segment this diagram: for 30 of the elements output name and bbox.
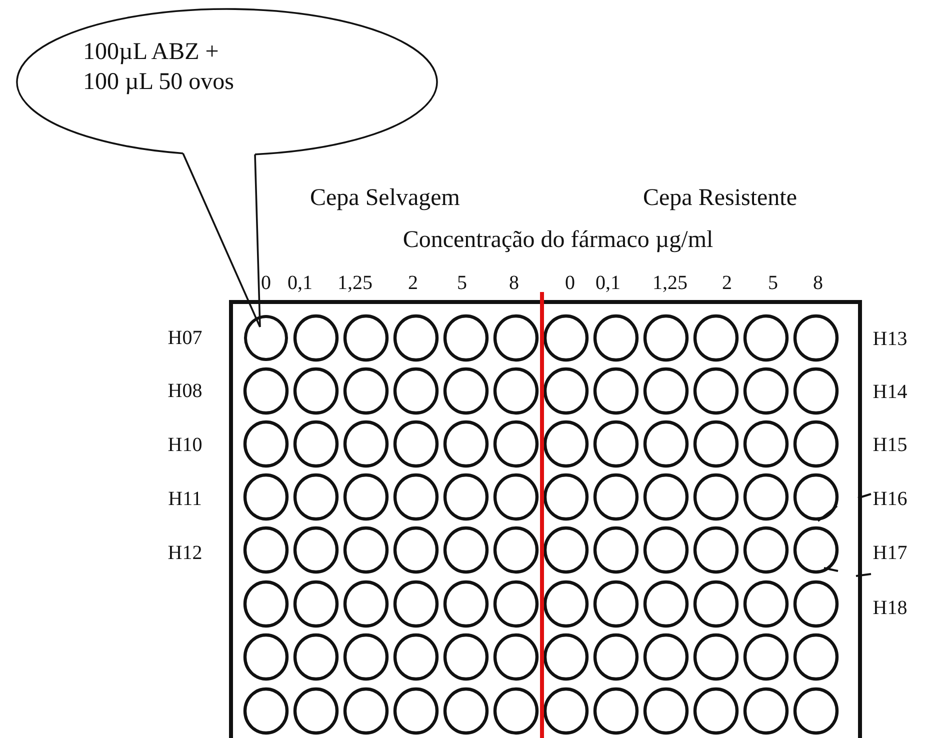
row-label: H11 [168,489,202,509]
row-label: H16 [872,489,908,509]
column-label: 2 [408,273,418,293]
row-label: H17 [872,543,908,563]
row-label: H12 [168,543,202,563]
column-heading: Cepa Selvagem [310,186,460,210]
callout-text: 100µL ABZ + 100 µL 50 ovos [83,38,235,97]
row-label: H15 [872,435,908,455]
callout-tail [182,152,261,328]
column-label: 5 [768,273,778,293]
column-label: 2 [722,273,732,293]
column-label: 8 [509,273,519,293]
column-heading: Cepa Resistente [643,186,797,210]
row-label: H07 [168,328,202,348]
column-label: 5 [457,273,467,293]
column-label: 0 [565,273,575,293]
column-label: 8 [813,273,823,293]
speech-bubble [15,7,439,157]
row-label: H08 [168,381,202,401]
row-label: H13 [872,329,908,349]
well [244,315,288,361]
column-label: 0,1 [596,273,620,293]
axis-title: Concentração do fármaco µg/ml [402,228,714,252]
column-label: 0,1 [288,273,312,293]
row-label: H18 [872,598,908,618]
column-label: 1,25 [338,273,372,293]
column-label: 0 [261,273,271,293]
row-label: H10 [168,435,202,455]
row-label: H14 [872,382,908,402]
column-label: 1,25 [652,273,688,293]
